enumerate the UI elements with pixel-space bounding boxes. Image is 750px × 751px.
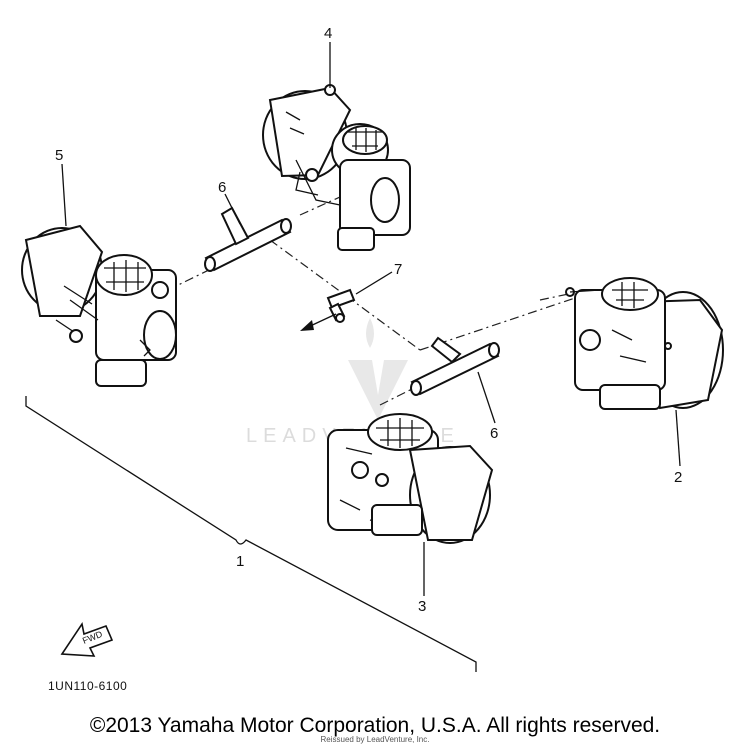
carburetor-2 xyxy=(565,277,724,410)
assembly-bracket xyxy=(25,396,477,672)
callout-6-upper: 6 xyxy=(218,179,226,196)
reissue-credit: Reissued by LeadVenture, Inc. xyxy=(320,735,430,744)
callout-6-lower: 6 xyxy=(490,425,498,442)
callout-2: 2 xyxy=(674,469,682,486)
callout-3: 3 xyxy=(418,598,426,615)
callout-1: 1 xyxy=(236,553,244,570)
diagram-part-code: 1UN110-6100 xyxy=(48,679,127,693)
copyright-notice: ©2013 Yamaha Motor Corporation, U.S.A. A… xyxy=(89,714,661,737)
carburetor-3 xyxy=(327,413,494,544)
flow-arrow-icon xyxy=(300,313,337,331)
callout-5: 5 xyxy=(55,147,63,164)
carburetor-5 xyxy=(21,224,177,387)
carburetor-4 xyxy=(262,84,411,251)
t-joint-7 xyxy=(326,288,356,323)
hose-6-upper xyxy=(204,206,292,272)
hose-6-lower xyxy=(410,336,500,396)
callout-7: 7 xyxy=(394,261,402,278)
fwd-arrow-icon: FWD xyxy=(60,621,114,657)
callout-4: 4 xyxy=(324,25,332,42)
leader-lines xyxy=(61,42,681,596)
